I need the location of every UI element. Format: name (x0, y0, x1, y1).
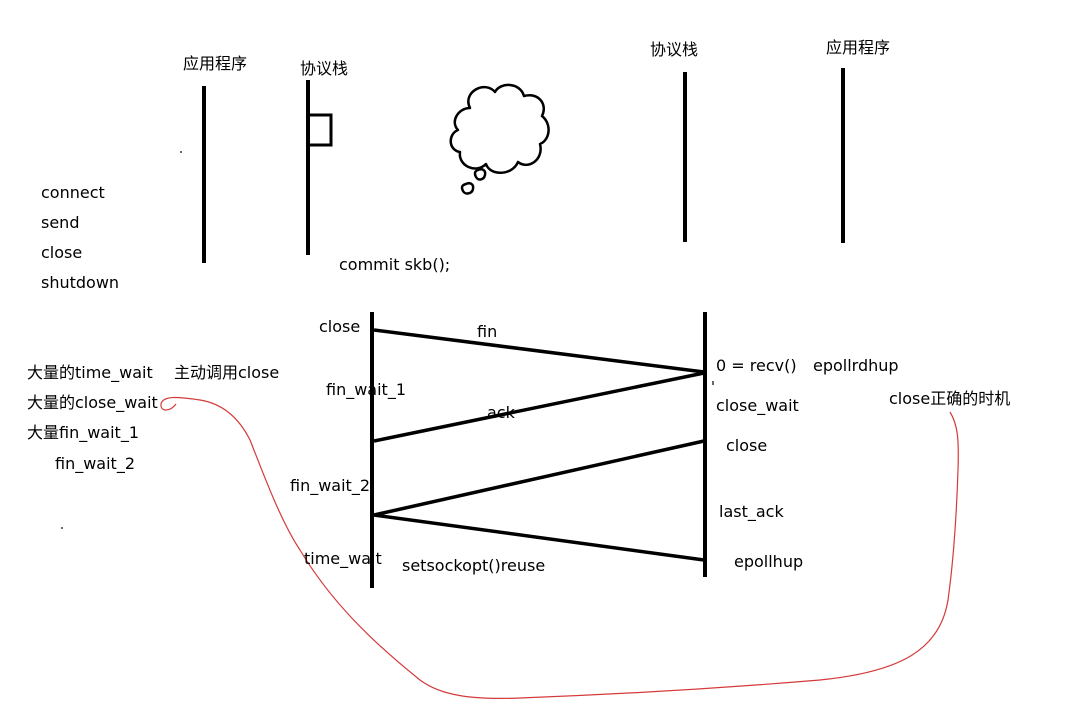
server-fin-message-line (373, 439, 705, 517)
server-recv: 0 = recv() (716, 356, 797, 375)
api-close: close (41, 243, 83, 262)
ack-label: ack (487, 403, 515, 422)
server-state-last-ack: last_ack (719, 502, 784, 521)
annotation-curve (160, 396, 959, 699)
api-send: send (41, 213, 80, 232)
commit-label: commit skb(); (339, 255, 451, 274)
left-app-header: 应用程序 (183, 54, 248, 73)
note-many-close-wait: 大量的close_wait (27, 393, 158, 412)
reuse-label: setsockopt()reuse (402, 556, 546, 575)
close-timing-label: close正确的时机 (889, 389, 1011, 408)
epollrdhup-label: epollrdhup (813, 356, 899, 375)
api-shutdown: shutdown (41, 273, 120, 292)
note-active-close: 主动调用close (174, 363, 280, 382)
client-state-fin-wait-2: fin_wait_2 (290, 476, 371, 495)
server-state-close: close (726, 436, 768, 455)
api-connect: connect (41, 183, 105, 202)
thought-cloud-icon (449, 83, 550, 195)
server-epollhup: epollhup (734, 552, 804, 571)
client-state-time-wait: time_wait (304, 549, 382, 568)
stack-buffer-box (308, 113, 333, 147)
fin-message-line (373, 328, 705, 374)
final-ack-message-line (373, 513, 705, 562)
server-state-close-wait: close_wait (716, 396, 799, 415)
client-state-close: close (319, 317, 361, 336)
note-fin-wait-2: fin_wait_2 (55, 454, 136, 473)
note-many-time-wait: 大量的time_wait (27, 363, 153, 382)
right-stack-header: 协议栈 (650, 40, 699, 59)
fin-label: fin (477, 322, 498, 341)
left-stack-header: 协议栈 (300, 59, 349, 78)
note-many-fin-wait-1: 大量fin_wait_1 (27, 423, 140, 442)
right-app-header: 应用程序 (826, 38, 891, 57)
client-state-fin-wait-1: fin_wait_1 (326, 380, 407, 399)
ack-message-line (373, 371, 705, 443)
